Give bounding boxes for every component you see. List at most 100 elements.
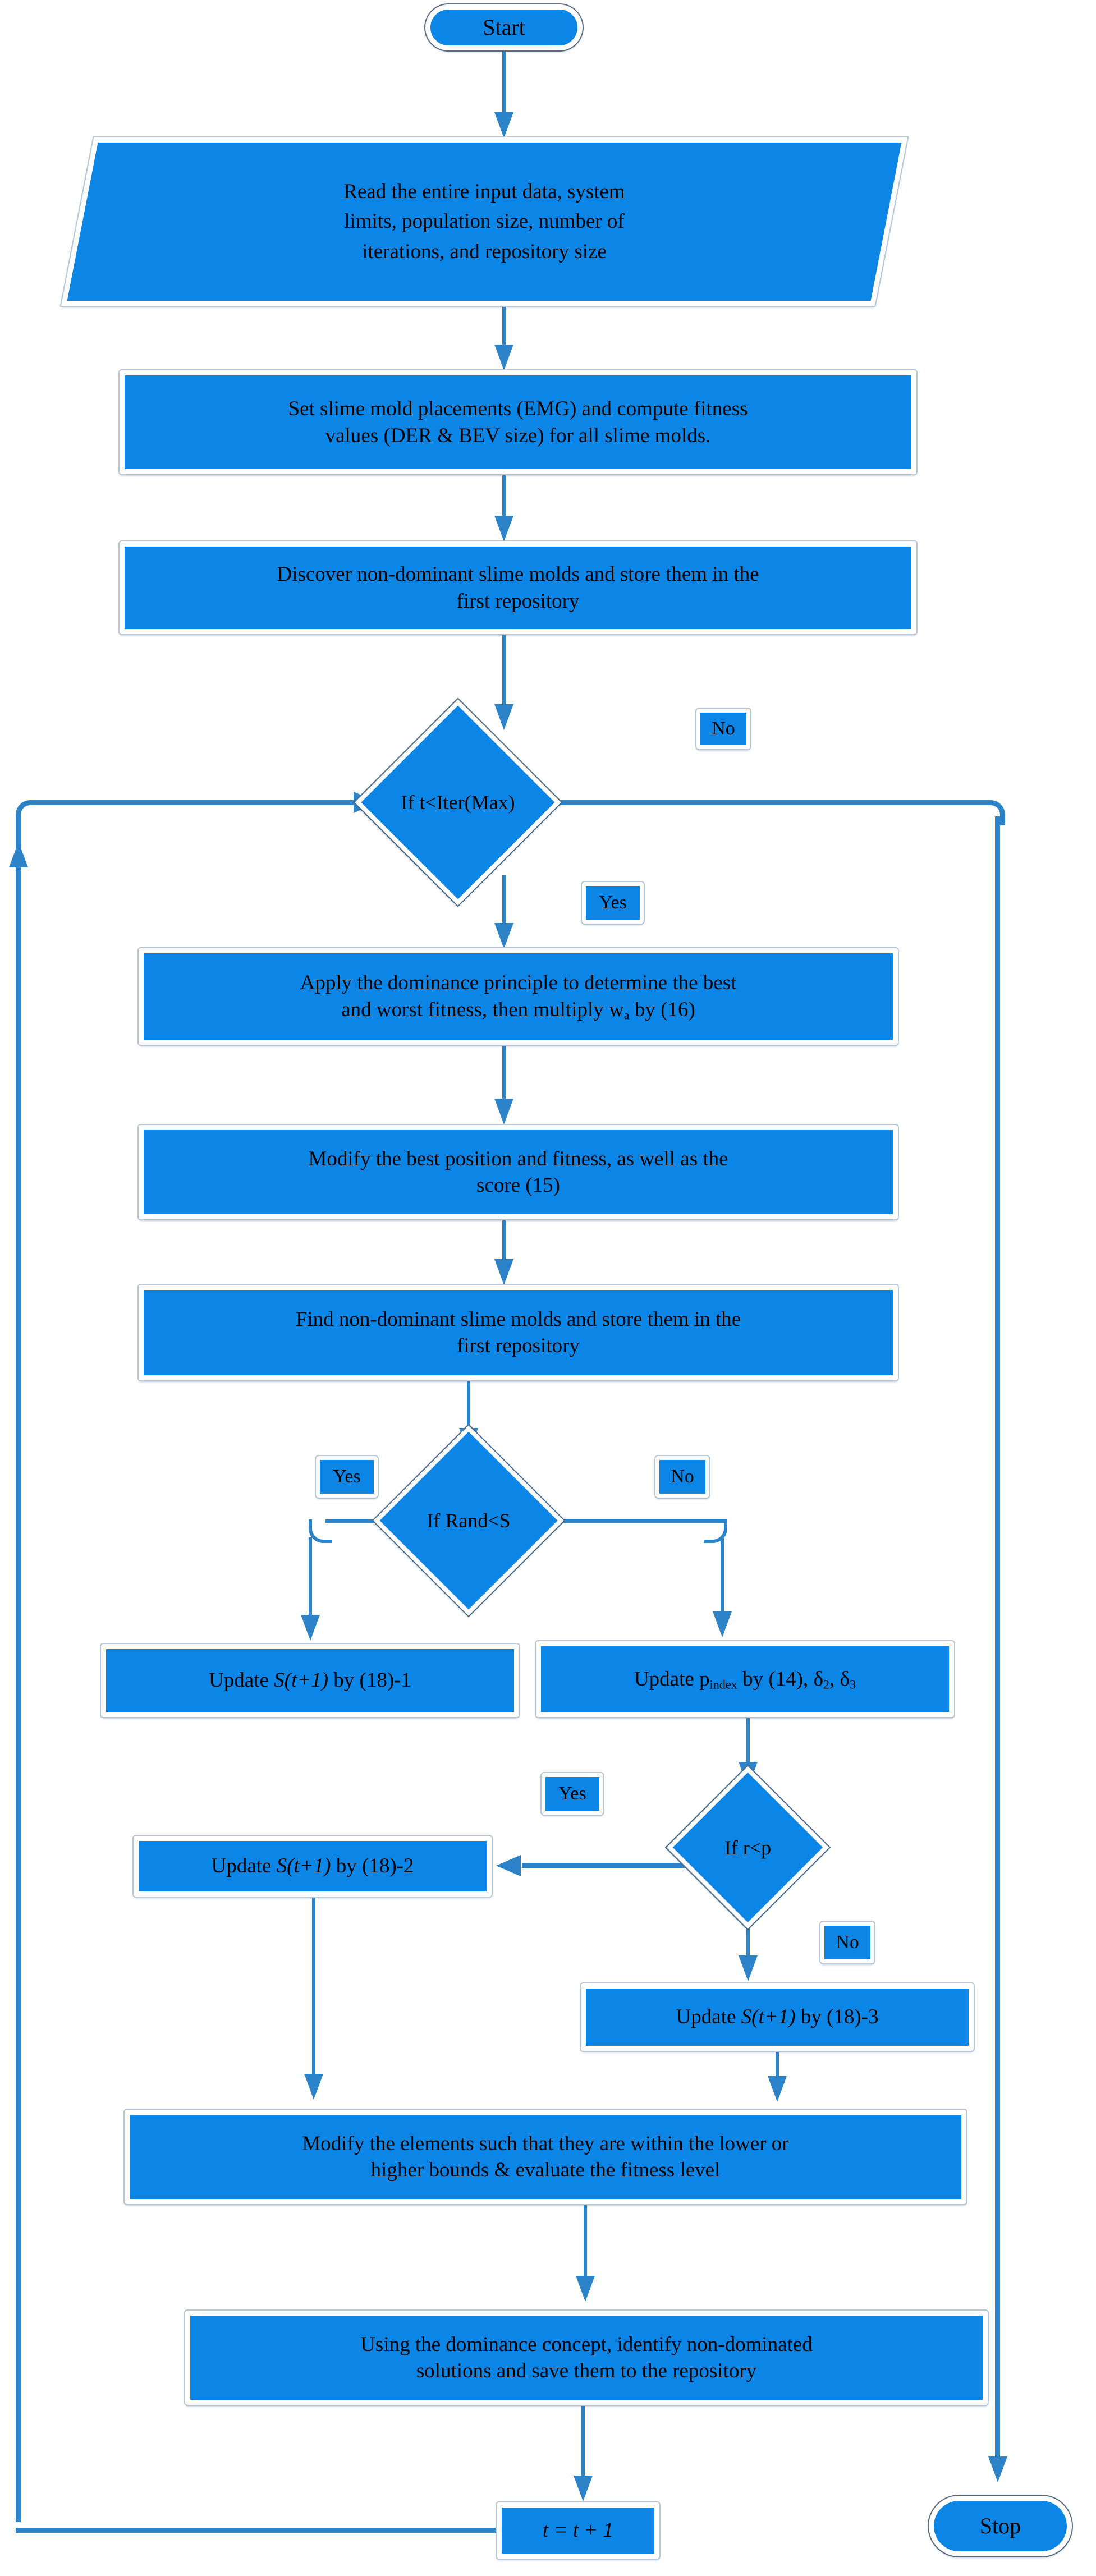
update-18-2-italic: S(t+1) [276, 1854, 331, 1878]
edge-rp-yes-horizontal [522, 1863, 696, 1868]
arrowhead-apply-to-modify [494, 1099, 513, 1124]
node-apply-dominance[interactable]: Apply the dominance principle to determi… [137, 947, 899, 1046]
rp-yes-text: Yes [558, 1783, 586, 1804]
arrowhead-identify-to-increment [574, 2476, 593, 2501]
edge-ifiter-yes-vertical [502, 875, 506, 926]
read-input-line-3: iterations, and repository size [362, 240, 607, 263]
corner-loopback-top-left [16, 800, 41, 825]
update-18-2-post: by (18)-2 [331, 1854, 414, 1878]
edge-find-to-ifrand [467, 1380, 470, 1431]
arrowhead-set-to-discover [494, 516, 513, 541]
edge-18-2-to-modify-elements [312, 1897, 315, 2076]
arrowhead-no-to-stop [988, 2456, 1007, 2482]
iter-no-text: No [712, 718, 735, 740]
edge-loopback-vertical-up [16, 816, 21, 2522]
edge-start-to-read [502, 50, 506, 118]
identify-line-1: Using the dominance concept, identify no… [360, 2332, 813, 2356]
node-increment-t[interactable]: t = t + 1 [496, 2501, 661, 2560]
find-nondominant-line-2: first repository [457, 1334, 580, 1357]
node-update-18-3[interactable]: Update S(t+1) by (18)-3 [580, 1982, 975, 2052]
node-read-input-label: Read the entire input data, system limit… [77, 137, 891, 306]
arrowhead-rand-yes [301, 1615, 320, 1641]
apply-dominance-line-2: and worst fitness, then multiply wa by (… [300, 997, 737, 1023]
arrowhead-modify-to-find [494, 1259, 513, 1285]
update-18-2-pre: Update [211, 1854, 277, 1878]
edge-rand-no-horizontal [528, 1519, 724, 1523]
node-set-placements[interactable]: Set slime mold placements (EMG) and comp… [118, 369, 918, 475]
edge-modify-to-find [502, 1219, 506, 1260]
edge-apply-to-modify [502, 1045, 506, 1099]
modify-best-line-2: score (15) [476, 1174, 560, 1197]
arrowhead-read-to-set [494, 345, 513, 370]
edge-rp-no-vertical [746, 1905, 750, 1958]
node-modify-elements[interactable]: Modify the elements such that they are w… [123, 2109, 967, 2205]
node-if-rand-s-label: If Rand<S [427, 1509, 511, 1532]
update-pindex-sub: index [709, 1677, 737, 1692]
edge-label-rand-yes: Yes [315, 1455, 379, 1499]
set-placements-line-2: values (DER & BEV size) for all slime mo… [325, 424, 711, 447]
discover-line-2: first repository [456, 589, 580, 613]
arrowhead-modify-to-identify [576, 2276, 595, 2302]
update-18-3-italic: S(t+1) [741, 2005, 796, 2029]
rand-yes-text: Yes [333, 1466, 361, 1487]
node-discover-nondominant[interactable]: Discover non-dominant slime molds and st… [118, 540, 918, 635]
read-input-line-2: limits, population size, number of [344, 210, 625, 233]
arrowhead-18-3-to-modify [768, 2076, 787, 2102]
modify-elements-line-2: higher bounds & evaluate the fitness lev… [370, 2159, 721, 2182]
apply-dominance-line-1: Apply the dominance principle to determi… [300, 971, 737, 995]
arrowhead-ifiter-yes [494, 923, 513, 949]
edge-read-to-set [502, 306, 506, 351]
update-pindex-sub3: 3 [849, 1677, 856, 1692]
update-18-3-post: by (18)-3 [795, 2005, 879, 2029]
find-nondominant-line-1: Find non-dominant slime molds and store … [295, 1307, 741, 1331]
node-update-18-1[interactable]: Update S(t+1) by (18)-1 [100, 1643, 520, 1718]
iter-yes-text: Yes [599, 892, 627, 913]
node-read-input[interactable]: Read the entire input data, system limit… [59, 136, 909, 307]
arrowhead-18-2-to-modify [304, 2074, 323, 2100]
edge-increment-to-loopback [16, 2528, 504, 2533]
node-find-nondominant[interactable]: Find non-dominant slime molds and store … [137, 1284, 899, 1381]
node-start-label: Start [483, 15, 525, 40]
edge-modify-elements-to-identify [584, 2204, 587, 2277]
update-18-1-italic: S(t+1) [274, 1669, 329, 1692]
update-18-3-pre: Update [676, 2005, 741, 2029]
modify-best-line-1: Modify the best position and fitness, as… [308, 1147, 728, 1170]
update-pindex-post: by (14), δ [737, 1667, 823, 1691]
arrowhead-rp-yes [496, 1855, 521, 1876]
corner-rand-no [704, 1519, 727, 1543]
node-start[interactable]: Start [424, 3, 584, 52]
edge-set-to-discover [502, 474, 506, 519]
apply-dominance-post: by (16) [629, 998, 695, 1021]
update-pindex-pre: Update p [634, 1667, 710, 1691]
read-input-line-1: Read the entire input data, system [343, 180, 625, 203]
node-modify-best[interactable]: Modify the best position and fitness, as… [137, 1124, 899, 1220]
corner-ifiter-no-top-right [980, 800, 1005, 825]
node-identify-nondominated[interactable]: Using the dominance concept, identify no… [184, 2309, 989, 2406]
node-stop[interactable]: Stop [928, 2495, 1073, 2557]
rand-no-text: No [671, 1466, 694, 1487]
edge-label-rp-yes: Yes [540, 1772, 604, 1816]
node-if-iter-max-label: If t<Iter(Max) [401, 791, 515, 814]
corner-rand-yes [309, 1519, 332, 1543]
edge-discover-to-ifiter [502, 634, 506, 707]
edge-rand-yes-horizontal [325, 1519, 410, 1523]
node-stop-label: Stop [979, 2513, 1021, 2539]
arrowhead-discover-to-ifiter [494, 704, 513, 730]
node-if-r-lt-p[interactable]: If r<p [664, 1764, 831, 1931]
apply-dominance-sub: a [623, 1008, 630, 1022]
edge-18-3-to-modify-elements [776, 2051, 779, 2079]
node-if-iter-max[interactable]: If t<Iter(Max) [353, 697, 563, 907]
set-placements-line-1: Set slime mold placements (EMG) and comp… [288, 397, 748, 421]
node-update-18-2[interactable]: Update S(t+1) by (18)-2 [132, 1835, 493, 1898]
edge-pindex-to-ifrp [746, 1717, 750, 1765]
update-pindex-post2: , δ [829, 1667, 850, 1691]
arrowhead-rand-no [713, 1611, 732, 1637]
edge-loopback-horizontal [29, 800, 355, 805]
node-update-pindex[interactable]: Update pindex by (14), δ2, δ3 [535, 1640, 955, 1718]
node-if-rand-s[interactable]: If Rand<S [372, 1424, 566, 1618]
rp-no-text: No [836, 1932, 859, 1953]
edge-label-iter-yes: Yes [581, 881, 645, 925]
update-pindex-sub2: 2 [823, 1677, 830, 1692]
edge-ifiter-no-horizontal [531, 800, 980, 805]
